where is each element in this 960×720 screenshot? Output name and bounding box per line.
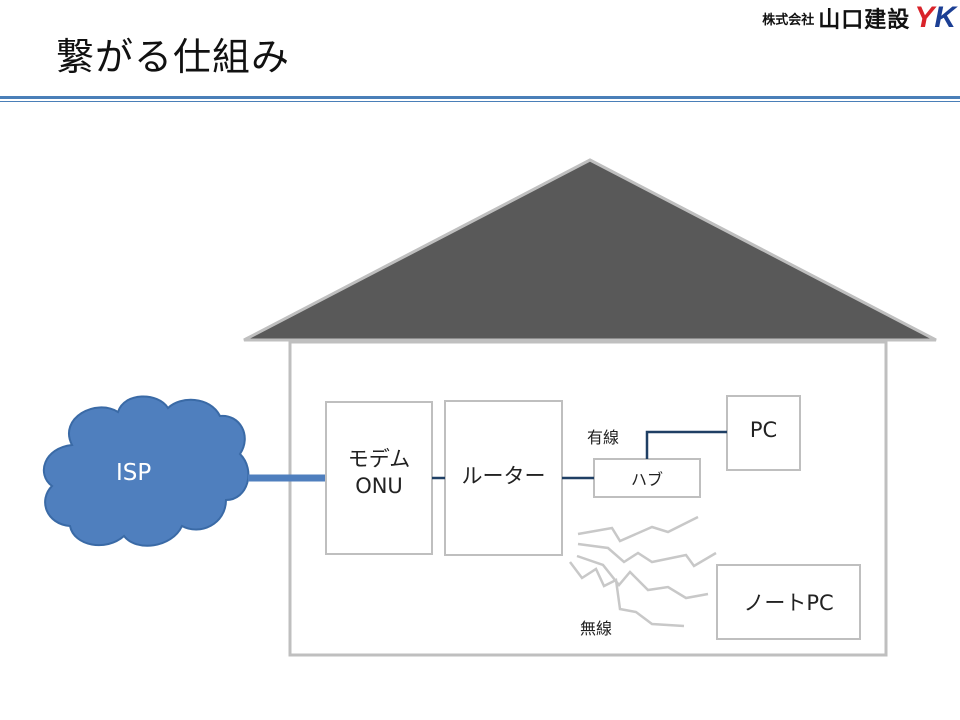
logo-company-prefix: 株式会社 <box>762 12 815 28</box>
logo-company-name: 山口建設 <box>818 8 911 33</box>
house-roof <box>243 158 937 342</box>
hub-label: ハブ <box>630 470 663 489</box>
isp-cloud <box>42 395 250 547</box>
wired-label: 有線 <box>587 428 620 447</box>
modem-label-line1: モデム <box>347 447 411 471</box>
modem-box <box>325 401 433 555</box>
wireless-label: 無線 <box>580 619 613 638</box>
company-logo: 株式会社 山口建設 YK <box>762 2 956 34</box>
router-label: ルーター <box>461 464 546 488</box>
modem-label-line2: ONU <box>355 474 403 498</box>
wire-hub-pc <box>645 430 727 459</box>
router-box <box>444 400 563 556</box>
header-rule-thin <box>0 101 960 102</box>
page-title: 繋がる仕組み <box>56 35 291 79</box>
header-rule <box>0 96 960 99</box>
wireless-signal <box>569 515 717 628</box>
laptop-label: ノートPC <box>743 591 834 615</box>
laptop-box <box>716 564 861 640</box>
modem-label: モデム ONU <box>326 446 432 500</box>
pc-label: PC <box>749 418 778 442</box>
isp-label: ISP <box>116 460 152 486</box>
logo-mark: YK <box>914 1 956 34</box>
